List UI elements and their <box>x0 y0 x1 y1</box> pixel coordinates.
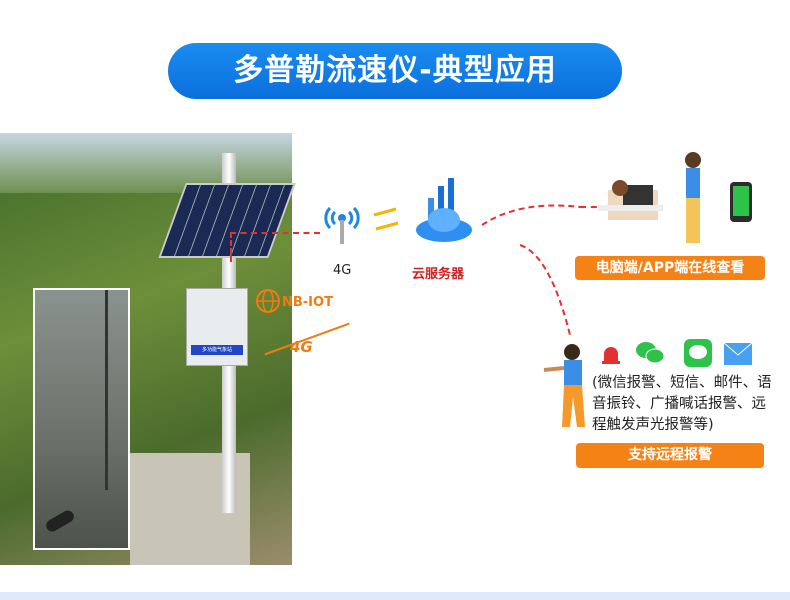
wechat-icon <box>636 342 665 364</box>
cable <box>105 290 108 490</box>
remote-alarm-button[interactable]: 支持远程报警 <box>576 443 764 468</box>
control-box: 多功能气象站 <box>186 288 248 366</box>
sensor-inset-photo <box>33 288 130 550</box>
cloud-server-icon <box>416 178 472 242</box>
station-sign: 多功能气象站 <box>191 345 243 355</box>
station-photo: 多功能气象站 <box>0 133 296 565</box>
4g-label: 4G <box>333 263 352 278</box>
link-line <box>230 232 232 262</box>
cloud-label: 云服务器 <box>412 267 465 282</box>
alarm-description: (微信报警、短信、邮件、语音振铃、广播喊话报警、远程触发声光报警等) <box>592 375 772 433</box>
4g-badge: 4G <box>290 338 313 356</box>
sms-icon <box>684 339 712 367</box>
antenna-icon <box>324 206 360 244</box>
lightning-icon <box>373 207 399 231</box>
bottom-bar <box>0 592 790 600</box>
alarm-light-icon <box>602 347 620 364</box>
mail-icon <box>724 343 752 365</box>
nbiot-label: NB-IOT <box>282 295 333 310</box>
globe-icon <box>256 289 280 313</box>
doppler-sensor <box>44 508 76 534</box>
page-title: 多普勒流速仪-典型应用 <box>168 43 622 99</box>
users-illustration-icon <box>598 152 752 243</box>
online-view-button[interactable]: 电脑端/APP端在线查看 <box>575 256 765 280</box>
person-calling-icon <box>543 344 585 427</box>
link-line <box>230 232 320 234</box>
solar-panel <box>158 183 296 258</box>
